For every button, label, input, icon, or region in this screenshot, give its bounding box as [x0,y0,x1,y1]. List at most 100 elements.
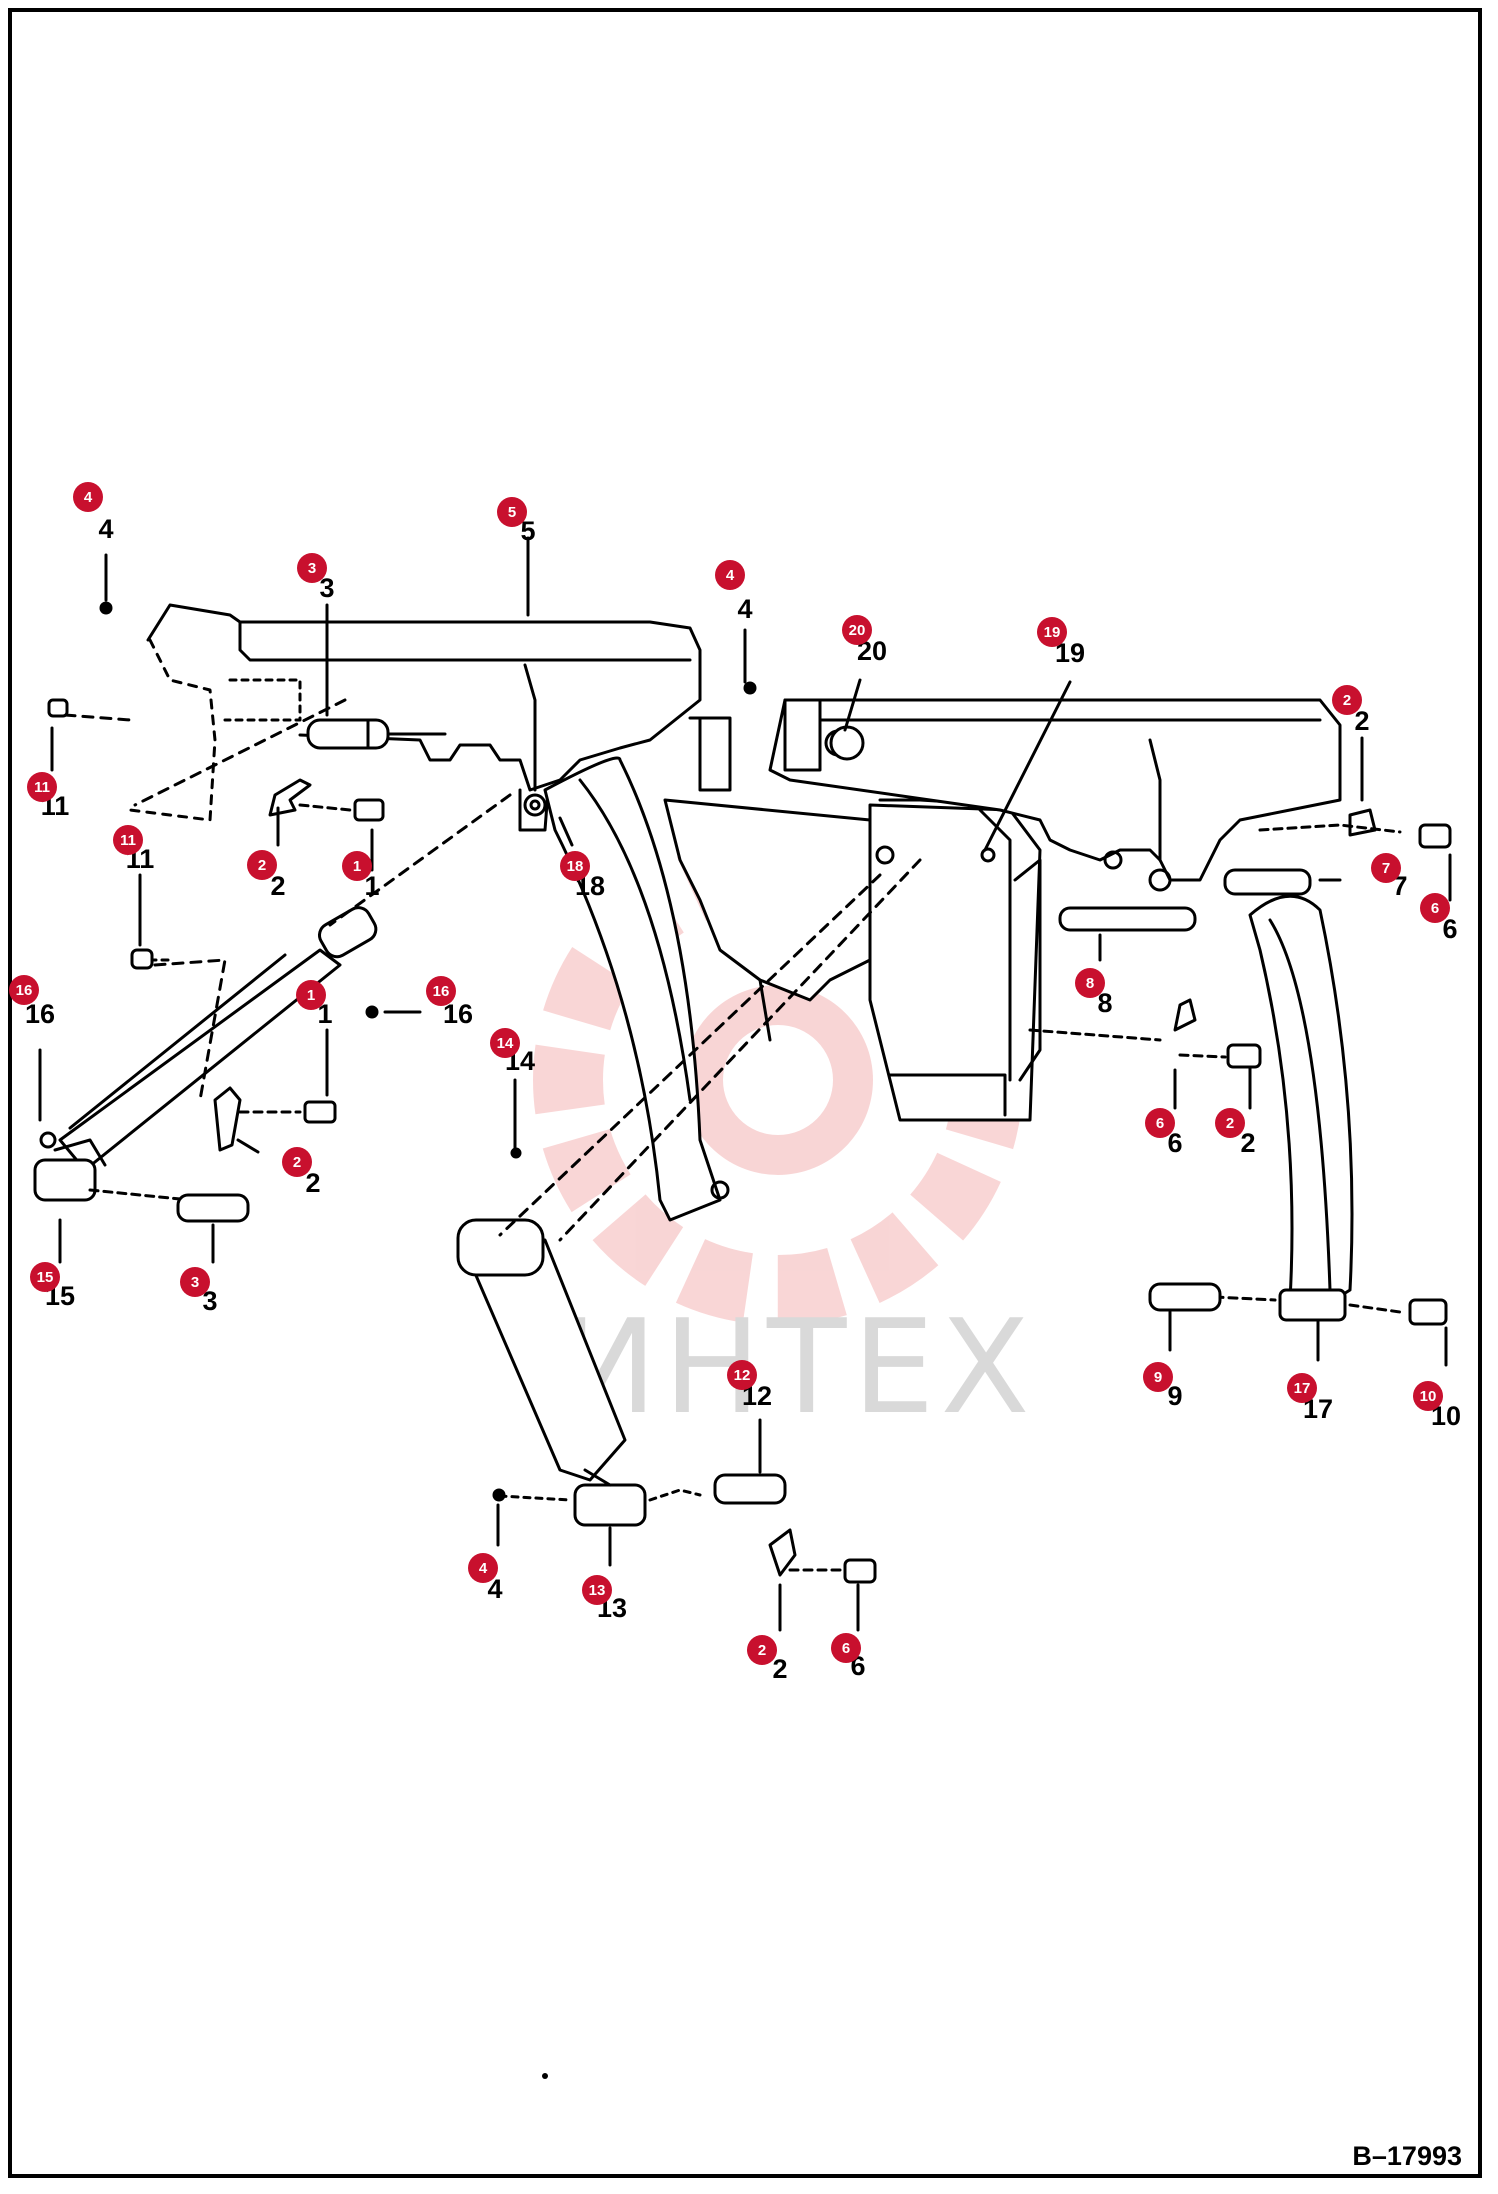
badge-circle [1287,1373,1317,1403]
badge-circle [1332,685,1362,715]
badge-label: 4 [84,489,93,506]
callout-badge-4[interactable]: 4 [73,482,103,512]
callout-badge-14[interactable]: 14 [490,1028,520,1058]
badge-label: 15 [37,1269,54,1286]
callout-badge-13[interactable]: 13 [582,1575,612,1605]
badge-label: 11 [120,832,136,849]
callout-badge-7[interactable]: 7 [1371,853,1401,883]
callout-badge-2[interactable]: 2 [1332,685,1362,715]
callout-badge-15[interactable]: 15 [30,1262,60,1292]
drawing-reference-number: B–17993 [1352,2141,1462,2171]
badge-circle [1413,1381,1443,1411]
badge-circle [1420,893,1450,923]
retainer-plate-2-left [268,778,385,822]
leader-lines [38,536,1452,1632]
badge-label: 16 [433,983,450,1000]
badge-circle [27,772,57,802]
badge-circle [727,1360,757,1390]
callout-badge-2[interactable]: 2 [1215,1108,1245,1138]
part-number-label: 2 [305,1168,320,1198]
part-number-label: 2 [1240,1128,1255,1158]
part-number-label: 6 [1167,1128,1182,1158]
callout-badge-2[interactable]: 2 [747,1635,777,1665]
right-boom-arm [768,698,1342,892]
callout-badge-16[interactable]: 16 [9,975,39,1005]
badge-circle [490,1028,520,1058]
callout-badge-10[interactable]: 10 [1413,1381,1443,1411]
right-lower-arm-17 [1148,894,1448,1326]
badge-circle [497,497,527,527]
pin-7 [1223,808,1452,896]
callout-badge-19[interactable]: 19 [1037,617,1067,647]
badge-label: 2 [258,857,266,874]
callout-badge-3[interactable]: 3 [180,1267,210,1297]
badge-label: 7 [1382,860,1390,877]
badge-label: 2 [1343,692,1351,709]
badge-label: 6 [1431,900,1439,917]
assembly-lines [63,698,922,1242]
retainer-plate-2-lower-left [213,1086,337,1152]
callout-badge-16[interactable]: 16 [426,976,456,1006]
badge-circle [1075,968,1105,998]
part-number-label: 16 [25,999,55,1029]
badge-label: 2 [1226,1115,1234,1132]
callout-badge-3[interactable]: 3 [297,553,327,583]
part-number-label: 2 [772,1654,787,1684]
badge-circle [180,1267,210,1297]
callout-badge-4[interactable]: 4 [468,1553,498,1583]
callout-badge-18[interactable]: 18 [560,851,590,881]
callout-badge-20[interactable]: 20 [842,615,872,645]
callout-badge-1[interactable]: 1 [342,851,372,881]
badge-label: 19 [1044,624,1061,641]
upright-bracket [868,803,1042,1122]
part-number-label: 5 [520,516,535,546]
callout-badge-12[interactable]: 12 [727,1360,757,1390]
part-number-label: 4 [98,514,113,544]
badge-label: 20 [849,622,866,639]
callout-badge-8[interactable]: 8 [1075,968,1105,998]
tilt-cylinder-left [33,906,378,1223]
badge-label: 10 [1420,1388,1437,1405]
badge-label: 14 [497,1035,514,1052]
callout-badge-11[interactable]: 11 [27,772,57,802]
part-number-label: 2 [1354,706,1369,736]
part-number-label: 1 [317,999,332,1029]
badge-label: 3 [191,1274,199,1291]
badge-circle [747,1635,777,1665]
callout-badge-6[interactable]: 6 [1420,893,1450,923]
callout-badge-6[interactable]: 6 [1145,1108,1175,1138]
badge-circle [296,980,326,1010]
badge-label: 3 [308,560,316,577]
lift-cylinder-13 [456,1218,877,1584]
badge-label: 5 [508,504,516,521]
callout-badge-17[interactable]: 17 [1287,1373,1317,1403]
part-number-label: 6 [1442,914,1457,944]
badge-label: 9 [1154,1369,1162,1386]
callout-badge-1[interactable]: 1 [296,980,326,1010]
callout-badge-2[interactable]: 2 [282,1147,312,1177]
part-number-label: 3 [202,1286,217,1316]
badge-label: 11 [34,779,50,796]
badge-label: 16 [16,982,33,999]
callout-badge-11[interactable]: 11 [113,825,143,855]
badge-label: 17 [1294,1380,1311,1397]
badge-label: 18 [567,858,584,875]
callout-badge-2[interactable]: 2 [247,850,277,880]
badge-circle [582,1575,612,1605]
callout-badge-9[interactable]: 9 [1143,1362,1173,1392]
callout-badge-6[interactable]: 6 [831,1633,861,1663]
callout-badge-5[interactable]: 5 [497,497,527,527]
badge-circle [342,851,372,881]
callout-badge-4[interactable]: 4 [715,560,745,590]
badge-circle [30,1262,60,1292]
badge-circle [9,975,39,1005]
part-number-label: 4 [487,1574,502,1604]
center-arch-18 [543,756,730,1222]
part-number-label: 1 [364,871,379,901]
badge-label: 1 [307,987,315,1004]
badge-circle [1143,1362,1173,1392]
badge-circle [715,560,745,590]
badge-circle [282,1147,312,1177]
